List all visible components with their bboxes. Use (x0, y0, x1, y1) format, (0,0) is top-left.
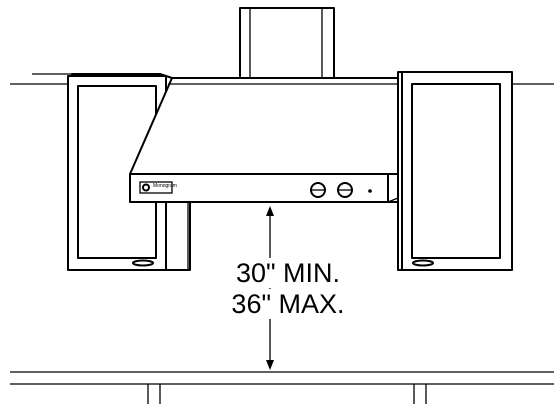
brand-badge (139, 181, 173, 194)
duct-chimney (239, 7, 335, 79)
right-cabinet-handle (412, 259, 434, 267)
dimension-arrow (266, 206, 274, 370)
range-hood (129, 77, 399, 203)
dimension-max-label: 36" MAX. (208, 289, 368, 319)
cooking-surface (10, 371, 554, 404)
indicator-light (368, 189, 372, 193)
right-wall-cabinet (397, 71, 513, 271)
left-cabinet-handle (132, 259, 154, 267)
dimension-min-label: 30" MIN. (208, 258, 368, 288)
brand-badge-text: Monogram (153, 183, 177, 189)
